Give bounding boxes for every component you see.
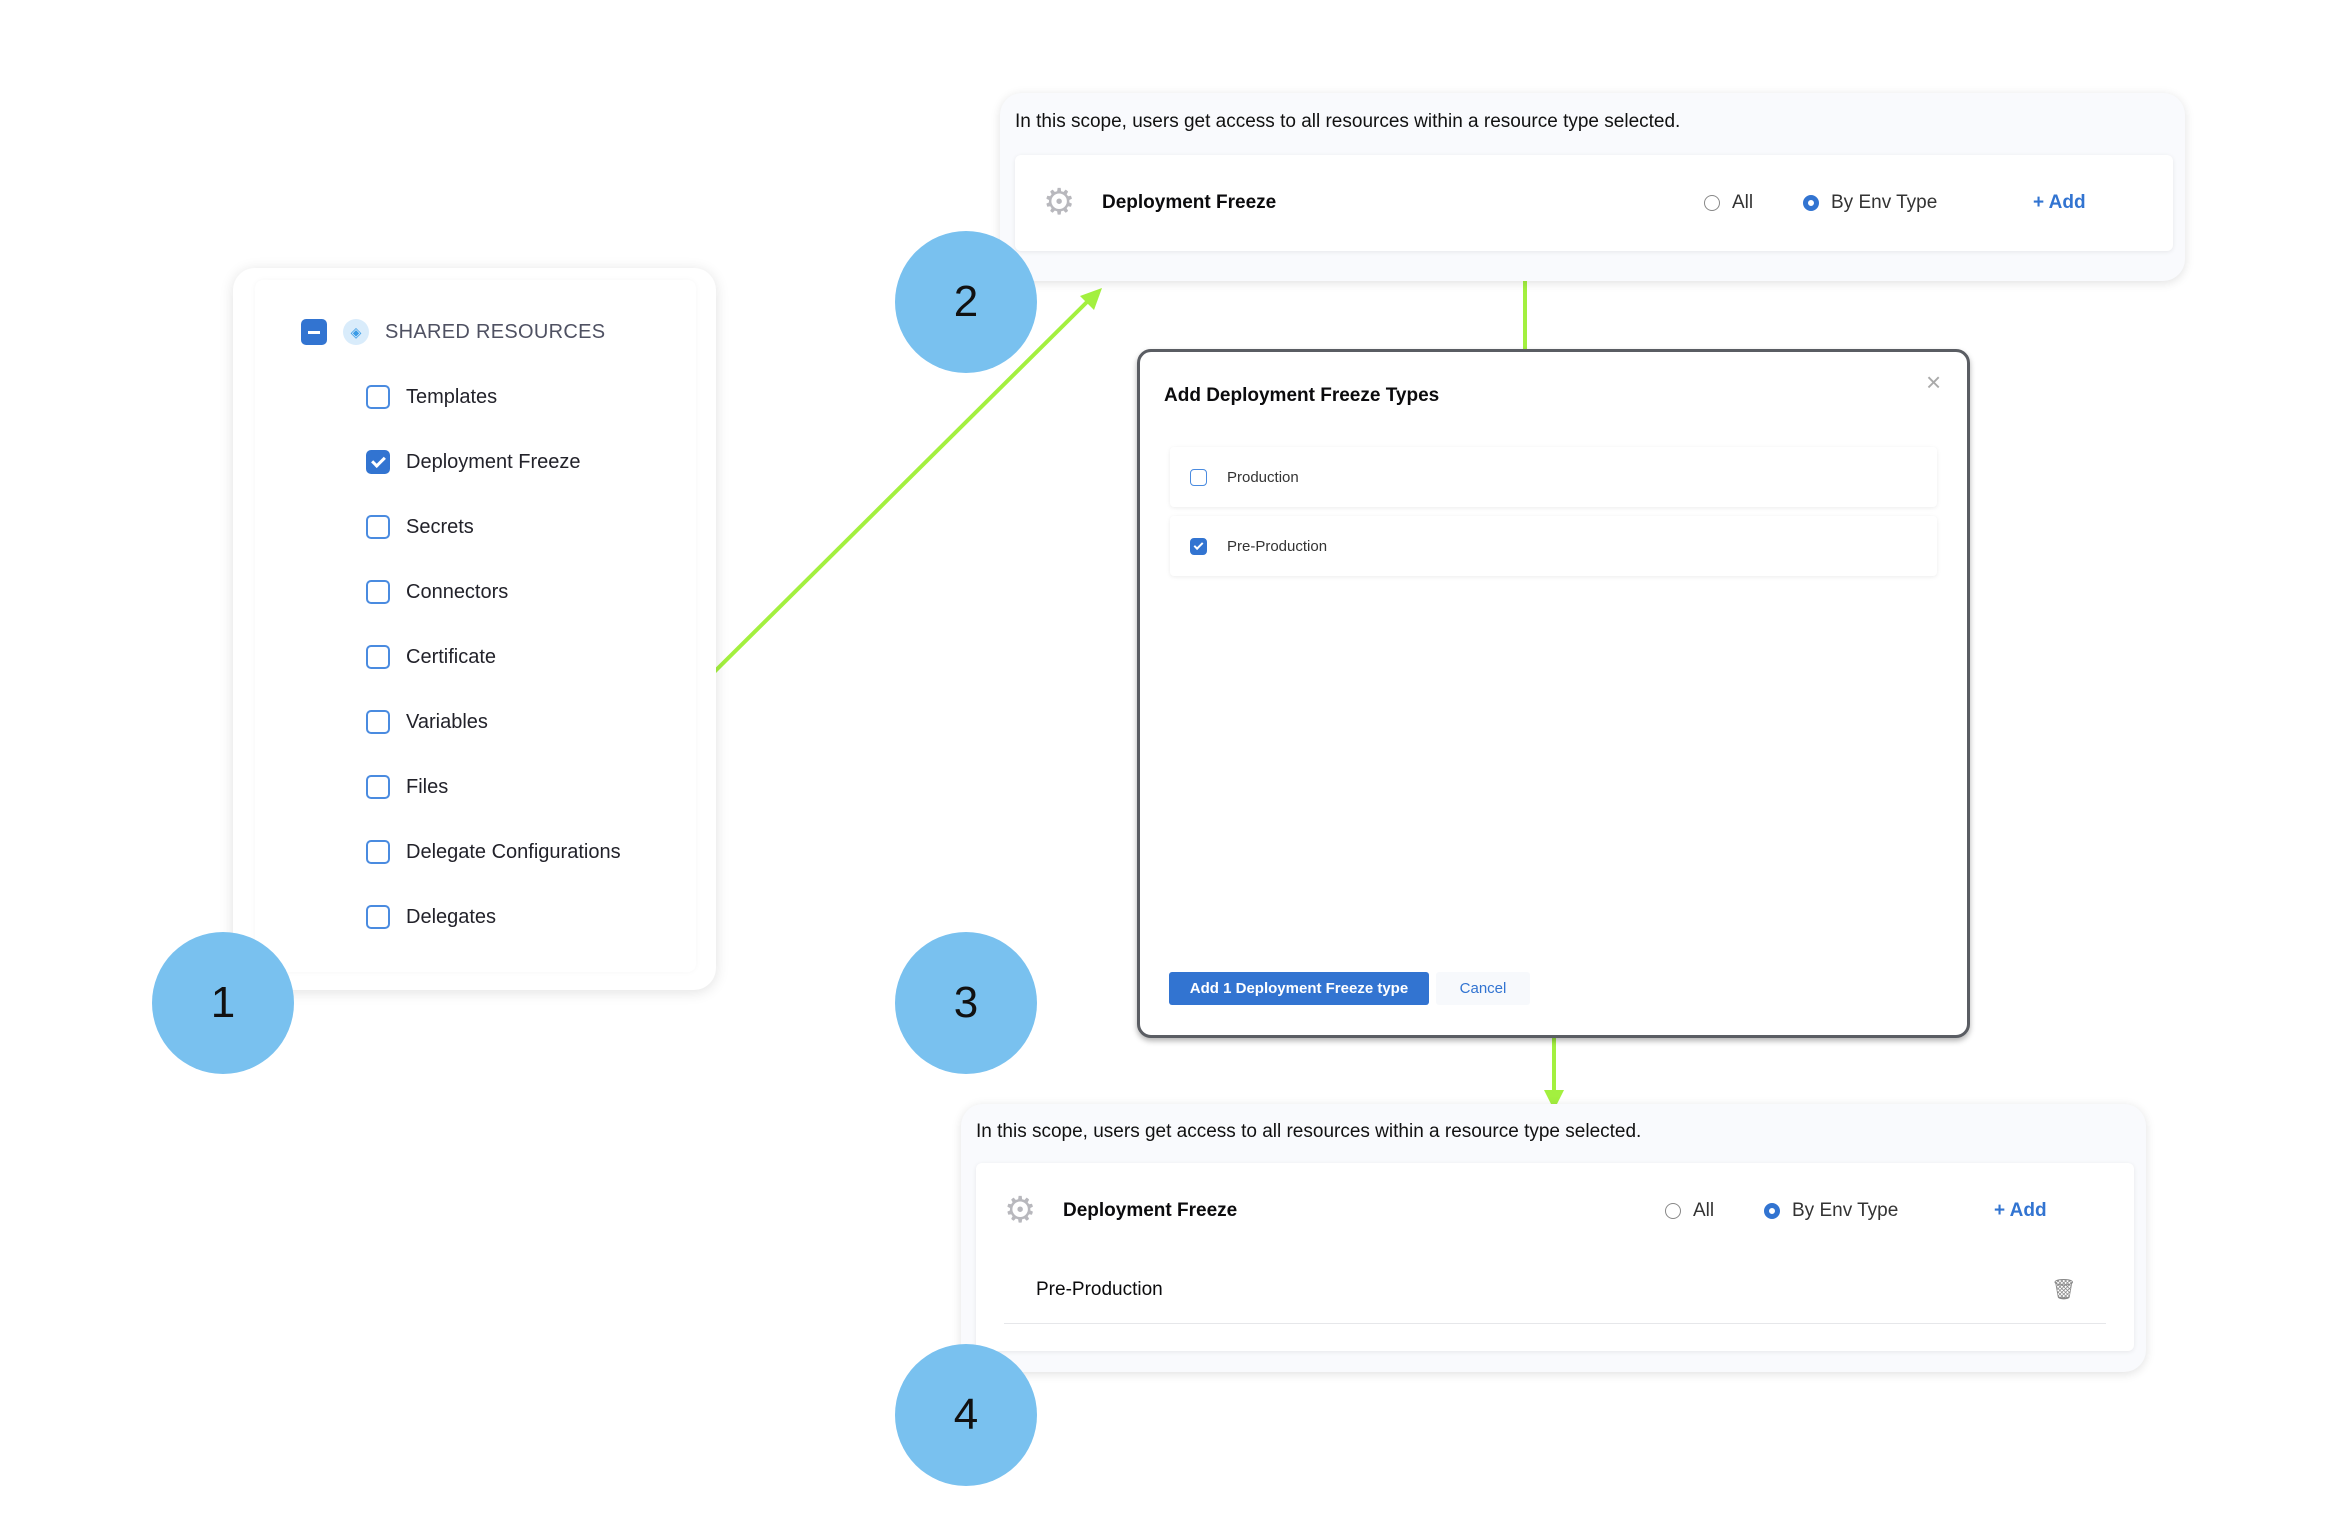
resource-item-label: Templates [406, 385, 498, 408]
checkbox[interactable] [366, 645, 390, 669]
resource-card: ⚙ Deployment Freeze All By Env Type + Ad… [976, 1163, 2134, 1351]
add-button[interactable]: + Add [1994, 1200, 2047, 1221]
radio-all[interactable]: All [1665, 1200, 1714, 1222]
resource-item-label: Certificate [406, 645, 497, 668]
resource-item[interactable]: Files [366, 775, 448, 799]
close-icon[interactable]: × [1926, 367, 1942, 397]
radio-selected-icon [1803, 195, 1819, 211]
checkbox[interactable] [366, 580, 390, 604]
option-label: Pre-Production [1227, 537, 1328, 555]
step-4-badge: 4 [895, 1344, 1037, 1486]
scope-description: In this scope, users get access to all r… [1015, 111, 1681, 132]
resource-item-label: Delegates [406, 905, 497, 928]
trash-icon[interactable]: 🗑 [2051, 1279, 2077, 1301]
scope-panel-step2: In this scope, users get access to all r… [1000, 93, 2185, 281]
radio-by-env-type[interactable]: By Env Type [1803, 192, 1937, 214]
resource-item[interactable]: Secrets [366, 515, 474, 539]
resource-item[interactable]: Delegates [366, 905, 496, 929]
resource-item-label: Delegate Configurations [406, 840, 621, 863]
resource-item[interactable]: Variables [366, 710, 488, 734]
modal-title: Add Deployment Freeze Types [1164, 385, 1440, 406]
radio-env-label: By Env Type [1792, 1200, 1899, 1221]
step-1-badge: 1 [152, 932, 294, 1074]
resource-item-label: Connectors [406, 580, 509, 603]
option-pre-production[interactable]: Pre-Production [1170, 516, 1937, 576]
resource-item[interactable]: Deployment Freeze [366, 450, 581, 474]
option-label: Production [1227, 468, 1299, 486]
arrow-1-to-2 [688, 295, 1094, 698]
resource-item-label: Variables [406, 710, 488, 733]
radio-env-label: By Env Type [1831, 192, 1938, 213]
resource-item[interactable]: Certificate [366, 645, 496, 669]
selected-env-type: Pre-Production [1036, 1279, 1163, 1300]
radio-selected-icon [1764, 1203, 1780, 1219]
gear-icon: ⚙ [1004, 1189, 1037, 1230]
add-button[interactable]: + Add [2033, 192, 2086, 213]
checkbox[interactable] [366, 905, 390, 929]
arrowhead-1-to-2 [1080, 288, 1102, 310]
radio-icon [1665, 1203, 1681, 1219]
checkbox[interactable] [366, 385, 390, 409]
shared-resources-header: ◈ SHARED RESOURCES [301, 319, 605, 345]
checkbox-checked[interactable] [1190, 537, 1207, 555]
option-production[interactable]: Production [1170, 447, 1937, 507]
resource-name: Deployment Freeze [1102, 192, 1277, 213]
checkbox[interactable] [366, 515, 390, 539]
resource-item[interactable]: Templates [366, 385, 497, 409]
shared-resources-icon: ◈ [343, 319, 369, 345]
resource-item-label: Secrets [406, 515, 474, 538]
arrowhead-3-to-4 [1544, 1090, 1564, 1110]
add-freeze-types-modal: Add Deployment Freeze Types × Production… [1137, 349, 1970, 1038]
radio-all-label: All [1732, 192, 1754, 213]
resource-item[interactable]: Delegate Configurations [366, 840, 621, 864]
scope-description: In this scope, users get access to all r… [976, 1121, 1642, 1142]
resource-item-label: Deployment Freeze [406, 450, 581, 473]
checkbox[interactable] [366, 710, 390, 734]
divider [1004, 1323, 2106, 1324]
radio-all-label: All [1693, 1200, 1715, 1221]
radio-by-env-type[interactable]: By Env Type [1764, 1200, 1898, 1222]
cancel-button[interactable]: Cancel [1436, 972, 1530, 1005]
resource-card: ⚙ Deployment Freeze All By Env Type + Ad… [1015, 155, 2173, 251]
radio-all[interactable]: All [1704, 192, 1753, 214]
checkbox[interactable] [1190, 468, 1207, 486]
checkbox[interactable] [366, 450, 390, 474]
shared-resources-panel [233, 268, 716, 990]
scope-panel-step4: In this scope, users get access to all r… [961, 1104, 2146, 1372]
confirm-button[interactable]: Add 1 Deployment Freeze type [1169, 972, 1429, 1005]
resource-item[interactable]: Connectors [366, 580, 508, 604]
checkbox[interactable] [366, 840, 390, 864]
checkbox[interactable] [366, 775, 390, 799]
gear-icon: ⚙ [1043, 181, 1076, 222]
collapse-checkbox[interactable] [301, 319, 327, 345]
radio-icon [1704, 195, 1720, 211]
step-3-badge: 3 [895, 932, 1037, 1074]
resource-item-label: Files [406, 775, 449, 798]
step-2-badge: 2 [895, 231, 1037, 373]
header-label: SHARED RESOURCES [385, 320, 606, 343]
resource-name: Deployment Freeze [1063, 1200, 1238, 1221]
